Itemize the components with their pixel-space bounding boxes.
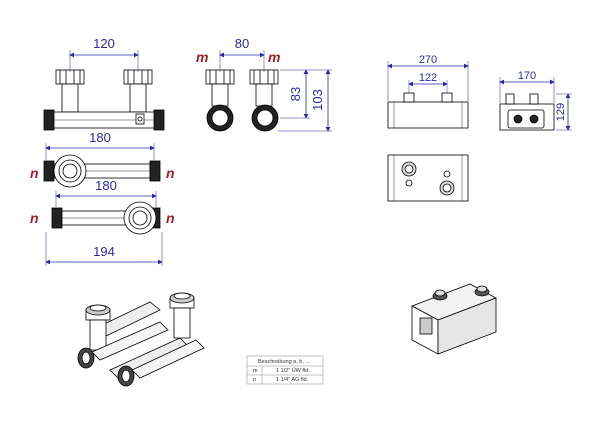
marker-n-b-left: n — [30, 210, 39, 226]
box-top-view — [387, 154, 469, 202]
dim-box-side: 170 129 — [499, 70, 572, 131]
dim-label-box-side-width: 170 — [518, 70, 536, 82]
marker-m-left: m — [196, 49, 208, 65]
legend-table: Beschreibung a, b, ... m 1 1/2" ÜW fld. … — [246, 355, 324, 385]
dim-label-box-inner: 122 — [419, 72, 437, 84]
isometric-fitting — [77, 292, 205, 387]
marker-n-b-right: n — [166, 210, 175, 226]
legend-row-desc: 1 1/4" AG fld. — [276, 377, 309, 383]
isometric-box — [411, 283, 497, 355]
marker-n-a-right: n — [166, 165, 175, 181]
dim-front-width: 120 — [69, 36, 139, 72]
dim-box-width: 270 122 — [387, 54, 469, 101]
dim-label-top-length-b: 180 — [95, 178, 117, 193]
marker-m-right: m — [268, 49, 280, 65]
box-side-view — [499, 93, 555, 131]
front-view — [43, 69, 165, 131]
dim-label-front-width: 120 — [93, 36, 115, 51]
dim-label-box-width: 270 — [419, 54, 437, 66]
dim-top-length-a: 180 — [45, 130, 155, 160]
legend-row-key: m — [253, 368, 258, 374]
dim-label-box-side-height: 129 — [555, 103, 567, 121]
top-view-a — [43, 154, 161, 188]
dim-side-heights: 83 103 — [278, 69, 332, 132]
dim-label-side-width: 80 — [235, 36, 249, 51]
dim-side-width: 80 — [219, 36, 265, 72]
dim-label-side-height-outer: 103 — [310, 89, 325, 111]
legend-row-key: n — [253, 377, 256, 383]
dim-label-side-height-inner: 83 — [288, 87, 303, 101]
dim-label-top-length-a: 180 — [89, 130, 111, 145]
top-view-b — [51, 201, 161, 235]
side-view — [205, 69, 279, 132]
dim-top-length-b: 180 — [55, 178, 157, 207]
legend-row-desc: 1 1/2" ÜW fld. — [276, 367, 310, 374]
dim-label-bottom-total: 194 — [93, 244, 115, 259]
marker-n-a-left: n — [30, 165, 39, 181]
dim-bottom-total: 194 — [45, 232, 163, 266]
legend-header: Beschreibung a, b, ... — [258, 359, 310, 365]
box-front-view — [387, 92, 469, 129]
